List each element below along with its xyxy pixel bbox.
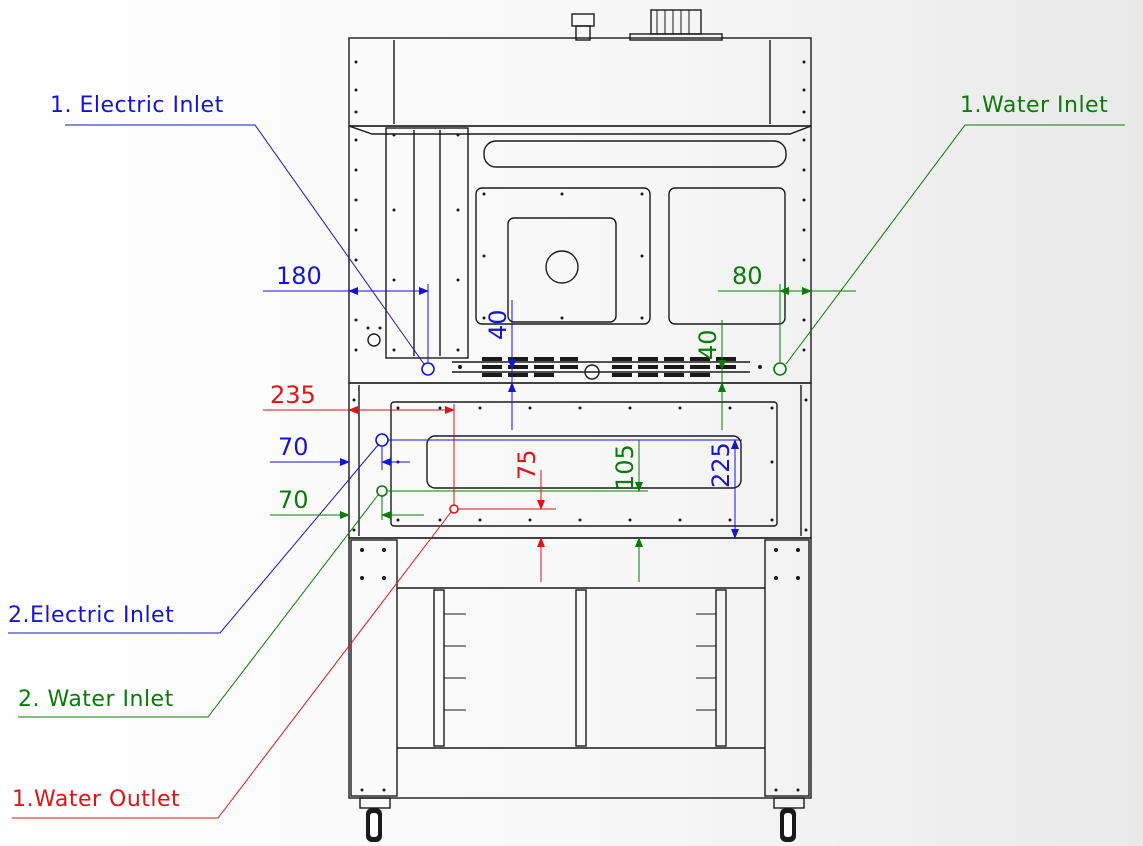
water-outlet-1-marker [449, 504, 459, 514]
oven-section [348, 125, 812, 384]
electric-inlet-2-marker [375, 433, 389, 447]
water-inlet-2-marker [376, 485, 388, 497]
stand-section [348, 537, 812, 842]
electric-inlet-1-marker [421, 362, 435, 376]
callout-water-inlet-1: 1.Water Inlet [960, 93, 1108, 118]
hood-section [348, 37, 812, 135]
dim-40-green: 40 [694, 329, 722, 360]
dim-235: 235 [270, 381, 316, 409]
right-caster [773, 797, 805, 842]
water-inlet-1-marker [773, 362, 787, 376]
callout-water-outlet-1: 1.Water Outlet [12, 787, 180, 812]
dim-75: 75 [513, 449, 541, 480]
dim-225: 225 [707, 442, 735, 488]
dim-80: 80 [732, 262, 763, 290]
callout-electric-inlet-1: 1. Electric Inlet [50, 93, 224, 118]
left-caster [359, 797, 391, 842]
dim-180: 180 [276, 262, 322, 290]
dim-70-blue: 70 [278, 433, 309, 461]
dim-70-green: 70 [278, 486, 309, 514]
dim-40-blue: 40 [484, 309, 512, 340]
callout-electric-inlet-2: 2.Electric Inlet [8, 603, 174, 628]
callout-water-inlet-2: 2. Water Inlet [18, 687, 174, 712]
dimension-lines [263, 284, 856, 582]
leader-lines [8, 124, 1125, 819]
top-vents [571, 9, 723, 41]
dim-105: 105 [611, 444, 639, 490]
